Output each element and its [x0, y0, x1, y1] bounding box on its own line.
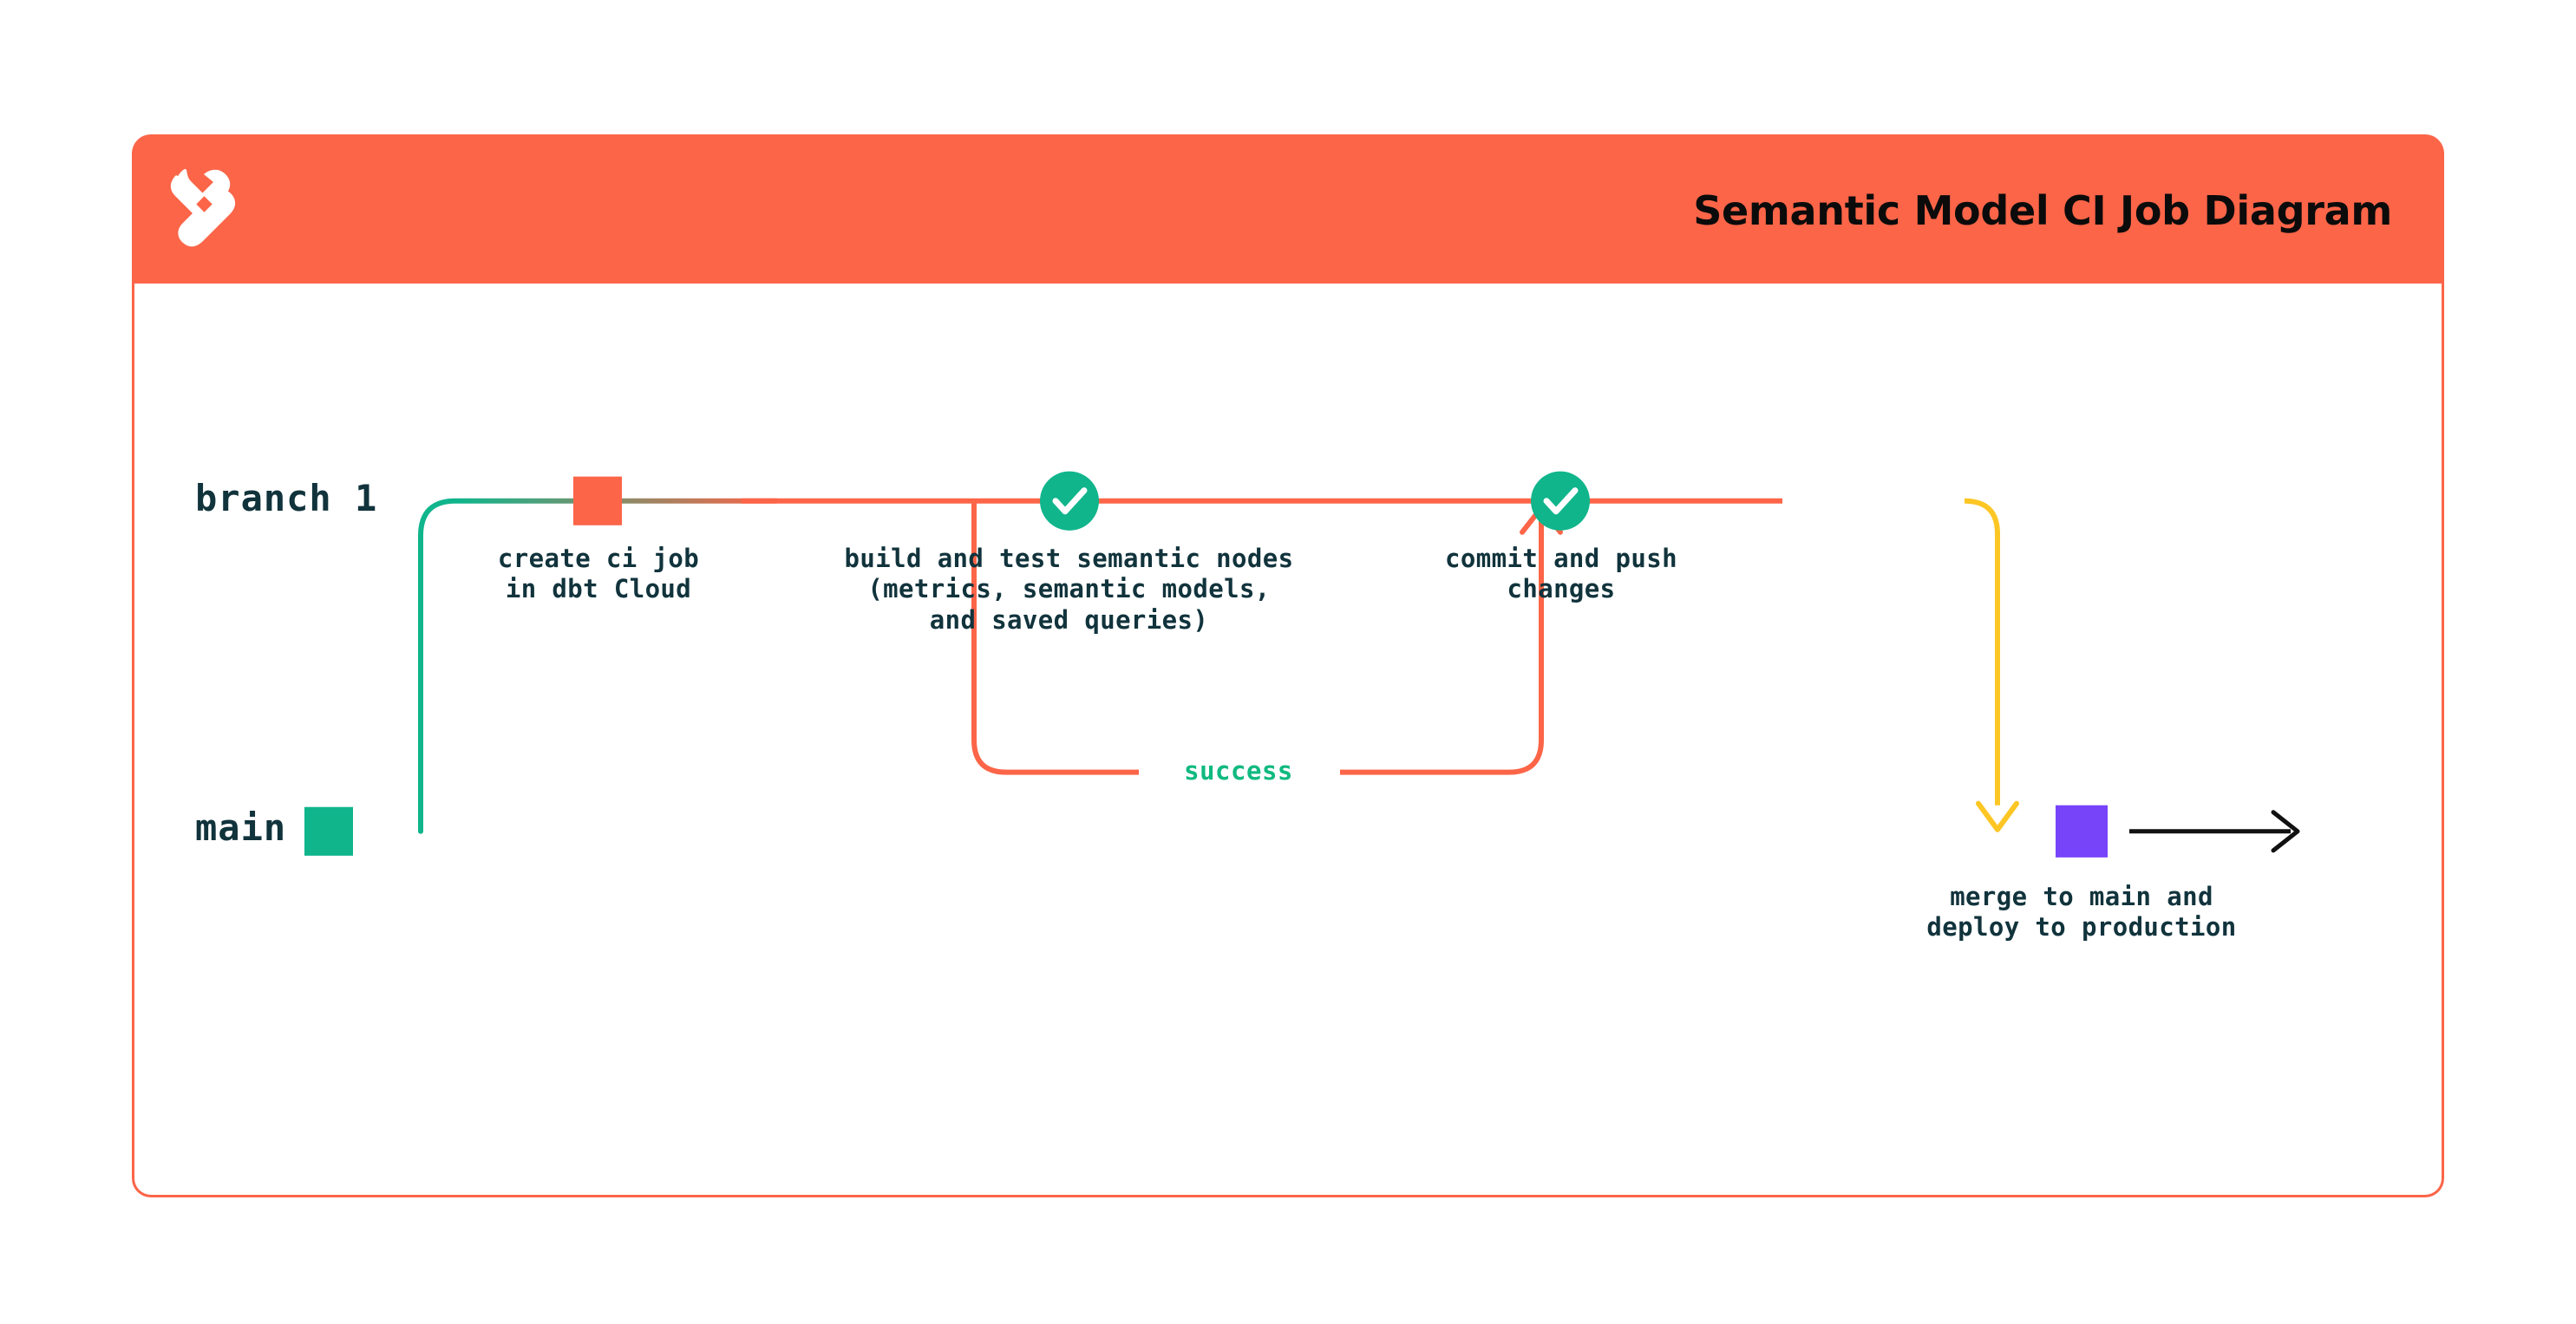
commit-marker-merge-to-main: [2056, 805, 2108, 858]
success-loop-path: [971, 499, 1563, 775]
card-body: branch 1 main create ci job in dbt Cloud…: [132, 284, 2444, 1197]
merge-to-main-path: [1964, 498, 2019, 832]
branch-label-branch-1: branch 1: [195, 477, 378, 519]
page-title: Semantic Model CI Job Diagram: [1693, 187, 2392, 234]
commit-marker-main-start: [304, 806, 353, 856]
commit-marker-commit-and-push: [1531, 471, 1590, 531]
commit-marker-create-ci-job: [573, 476, 622, 525]
branch-label-main: main: [195, 806, 287, 849]
card-header: Semantic Model CI Job Diagram: [132, 134, 2444, 287]
success-loop-label: success: [1184, 756, 1293, 786]
production-arrow: [2129, 810, 2300, 853]
node-caption-commit-and-push: commit and push changes: [1445, 544, 1677, 604]
node-caption-create-ci-job: create ci job in dbt Cloud: [497, 544, 700, 604]
dbt-logo-icon: [160, 160, 247, 247]
diagram-card: Semantic Model CI Job Diagram: [132, 134, 2444, 1197]
success-loop-label-wrap: success: [1139, 748, 1338, 793]
branch-fork-path: [418, 498, 779, 834]
node-caption-merge-to-main: merge to main and deploy to production: [1926, 882, 2237, 942]
node-caption-build-and-test: build and test semantic nodes (metrics, …: [844, 544, 1294, 635]
commit-marker-build-and-test: [1040, 471, 1099, 531]
ci-job-diagram: [134, 284, 2442, 1195]
